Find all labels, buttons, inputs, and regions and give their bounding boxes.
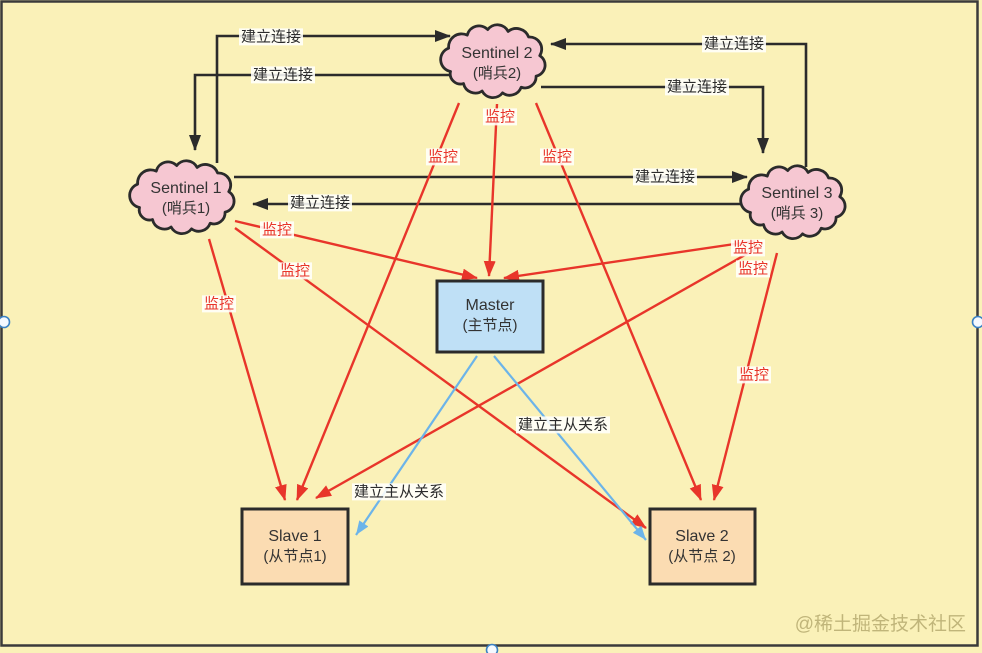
edge-label-connect-s3s2: 建立连接 — [701, 35, 767, 53]
node-label-sentinel2: Sentinel 2 (哨兵2) — [461, 44, 532, 84]
edge-label-monitor-s3-master: 监控 — [730, 239, 766, 257]
edge-label-connect-s2s3: 建立连接 — [664, 78, 730, 96]
resize-handle-right[interactable] — [971, 315, 982, 329]
edge-sentinel2-slave1 — [295, 102, 461, 501]
node-slave2-box — [648, 507, 757, 586]
edge-label-connect-s3s1: 建立连接 — [287, 194, 353, 212]
node-label-master: Master (主节点) — [463, 296, 518, 336]
node-sentinel1-cloud — [128, 159, 236, 236]
slave2-title: Slave 2 — [675, 528, 729, 545]
slave2-subtitle: (从节点 2) — [668, 548, 736, 565]
edge-sentinel1-slave1 — [207, 238, 287, 501]
edge-label-connect-s1s2: 建立连接 — [238, 28, 304, 46]
edge-label-monitor-s1-master: 监控 — [259, 221, 295, 239]
edge-label-monitor-s3-slave1: 监控 — [735, 260, 771, 278]
edge-sentinel2-sentinel1 — [189, 73, 458, 151]
node-master-box — [435, 279, 545, 354]
edge-sentinel3-slave1 — [315, 245, 760, 500]
edge-master-slave2 — [493, 355, 647, 541]
edge-label-monitor-s2-slave1: 监控 — [425, 148, 461, 166]
edge-label-monitor-s3-slave2: 监控 — [736, 366, 772, 384]
sentinel2-subtitle: (哨兵2) — [472, 65, 522, 82]
edge-sentinel3-sentinel2 — [550, 38, 808, 167]
slave1-subtitle: (从节点1) — [263, 548, 327, 565]
slave1-title: Slave 1 — [268, 528, 322, 545]
edge-label-monitor-s2-slave2: 监控 — [539, 148, 575, 166]
node-label-slave2: Slave 2 (从节点 2) — [668, 527, 736, 567]
edge-sentinel2-master — [483, 103, 499, 277]
edge-sentinel3-master — [503, 239, 756, 282]
node-sentinel2-cloud — [439, 23, 547, 100]
edge-sentinel2-sentinel3 — [541, 85, 769, 154]
node-sentinel3-cloud — [739, 164, 847, 241]
sentinel2-title: Sentinel 2 — [461, 45, 533, 62]
edge-sentinel1-sentinel2 — [215, 30, 451, 163]
edge-label-monitor-s1-slave1: 监控 — [201, 295, 237, 313]
edge-label-replicate-slave2: 建立主从关系 — [515, 416, 611, 434]
edge-label-replicate-slave1: 建立主从关系 — [351, 483, 447, 501]
master-title: Master — [465, 297, 515, 314]
edge-label-connect-s2s1: 建立连接 — [250, 66, 316, 84]
sentinel3-title: Sentinel 3 — [761, 185, 833, 202]
node-label-slave1: Slave 1 (从节点1) — [263, 527, 326, 567]
edge-label-monitor-s2-master: 监控 — [482, 108, 518, 126]
sentinel3-subtitle: (哨兵 3) — [770, 205, 824, 222]
edge-sentinel2-slave2 — [534, 102, 703, 501]
edge-master-slave1 — [355, 355, 478, 536]
resize-handle-left[interactable] — [0, 315, 11, 329]
sentinel1-title: Sentinel 1 — [150, 180, 222, 197]
resize-handle-bottom[interactable] — [485, 643, 499, 653]
node-slave1-box — [240, 507, 350, 586]
edge-label-connect-s1s3: 建立连接 — [632, 168, 698, 186]
master-subtitle: (主节点) — [462, 317, 518, 334]
node-label-sentinel3: Sentinel 3 (哨兵 3) — [761, 184, 832, 224]
sentinel1-subtitle: (哨兵1) — [161, 200, 211, 217]
watermark: @稀土掘金技术社区 — [794, 614, 966, 635]
node-label-sentinel1: Sentinel 1 (哨兵1) — [150, 179, 221, 219]
edge-label-monitor-s1-slave2: 监控 — [277, 262, 313, 280]
